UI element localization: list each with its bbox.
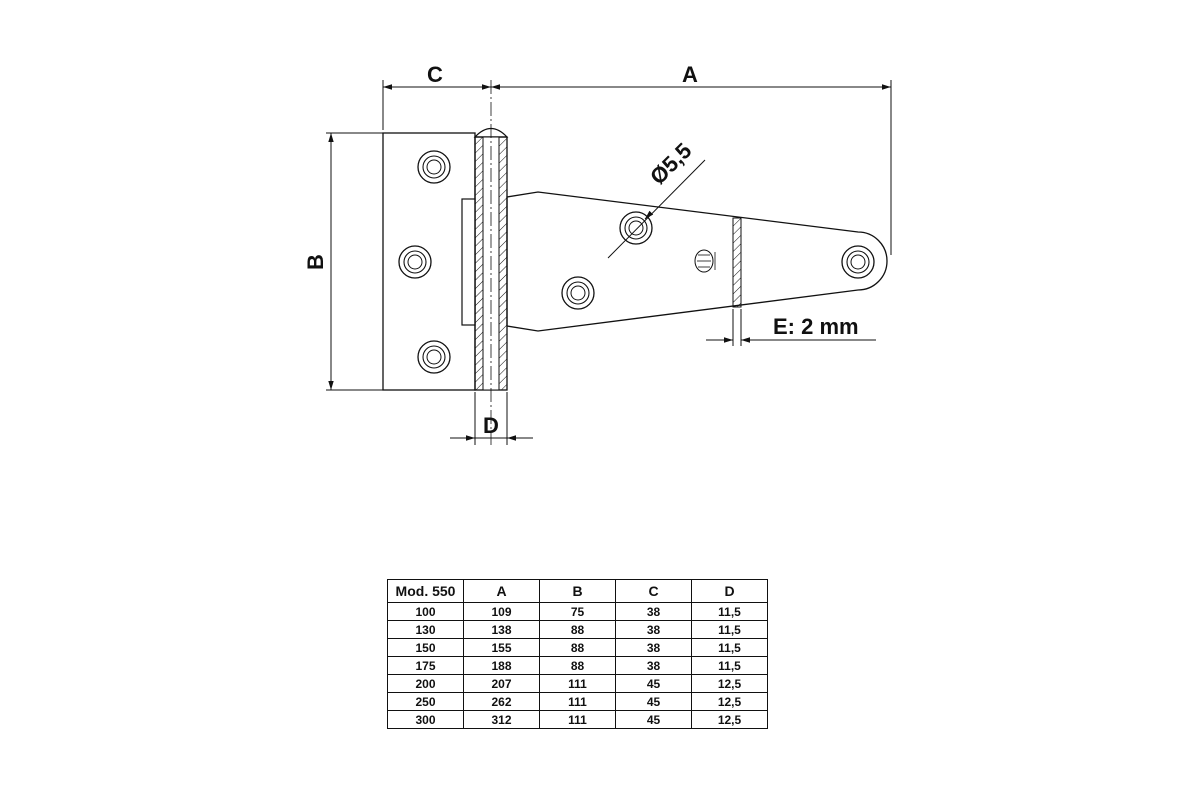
table-cell: 11,5 xyxy=(691,656,768,675)
hole-6 xyxy=(841,245,875,279)
table-cell: 45 xyxy=(615,710,692,729)
table-cell: 11,5 xyxy=(691,638,768,657)
table-cell: 111 xyxy=(539,710,616,729)
screw-holes xyxy=(398,150,875,374)
table-header-row: Mod. 550 A B C D xyxy=(387,579,768,603)
table-cell: 262 xyxy=(463,692,540,711)
table-cell: 12,5 xyxy=(691,710,768,729)
hole-3 xyxy=(417,340,451,374)
table-row: 300 312 111 45 12,5 xyxy=(387,710,768,729)
header-d: D xyxy=(691,579,768,603)
dim-b-label: B xyxy=(303,254,328,270)
table-row: 150 155 88 38 11,5 xyxy=(387,638,768,657)
table-cell: 38 xyxy=(615,656,692,675)
table-cell: 111 xyxy=(539,692,616,711)
table-cell: 88 xyxy=(539,620,616,639)
header-c: C xyxy=(615,579,692,603)
table-cell: 150 xyxy=(387,638,464,657)
table-cell: 12,5 xyxy=(691,692,768,711)
table-cell: 45 xyxy=(615,692,692,711)
dim-a-label: A xyxy=(682,62,698,87)
dimension-lines xyxy=(326,80,892,445)
table-cell: 88 xyxy=(539,638,616,657)
table-cell: 200 xyxy=(387,674,464,693)
table-cell: 38 xyxy=(615,602,692,621)
thickness-label: E: 2 mm xyxy=(773,314,859,339)
table-cell: 11,5 xyxy=(691,602,768,621)
brand-logo xyxy=(694,249,716,273)
dim-c-label: C xyxy=(427,62,443,87)
table-cell: 45 xyxy=(615,674,692,693)
table-cell: 250 xyxy=(387,692,464,711)
table-cell: 300 xyxy=(387,710,464,729)
table-row: 175 188 88 38 11,5 xyxy=(387,656,768,675)
hinge-pin xyxy=(473,80,509,445)
table-row: 200 207 111 45 12,5 xyxy=(387,674,768,693)
table-cell: 100 xyxy=(387,602,464,621)
hole-2 xyxy=(398,245,432,279)
table-cell: 38 xyxy=(615,620,692,639)
table-cell: 175 xyxy=(387,656,464,675)
dim-d-label: D xyxy=(483,413,499,438)
table-cell: 188 xyxy=(463,656,540,675)
table-cell: 312 xyxy=(463,710,540,729)
table-row: 130 138 88 38 11,5 xyxy=(387,620,768,639)
table-cell: 11,5 xyxy=(691,620,768,639)
table-row: 250 262 111 45 12,5 xyxy=(387,692,768,711)
header-model: Mod. 550 xyxy=(387,579,464,603)
table-cell: 75 xyxy=(539,602,616,621)
header-b: B xyxy=(539,579,616,603)
table-row: 100 109 75 38 11,5 xyxy=(387,602,768,621)
hole-1 xyxy=(417,150,451,184)
table-cell: 88 xyxy=(539,656,616,675)
hole-5 xyxy=(561,276,595,310)
hole-4 xyxy=(619,211,653,245)
strap-leaf xyxy=(461,191,888,332)
table-cell: 138 xyxy=(463,620,540,639)
table-cell: 109 xyxy=(463,602,540,621)
spec-table: Mod. 550 A B C D 100 109 75 38 11,5 130 … xyxy=(387,579,768,729)
table-cell: 38 xyxy=(615,638,692,657)
table-cell: 155 xyxy=(463,638,540,657)
table-cell: 111 xyxy=(539,674,616,693)
hole-diameter-label: Ø5,5 xyxy=(645,138,696,189)
header-a: A xyxy=(463,579,540,603)
table-cell: 130 xyxy=(387,620,464,639)
table-cell: 12,5 xyxy=(691,674,768,693)
table-cell: 207 xyxy=(463,674,540,693)
